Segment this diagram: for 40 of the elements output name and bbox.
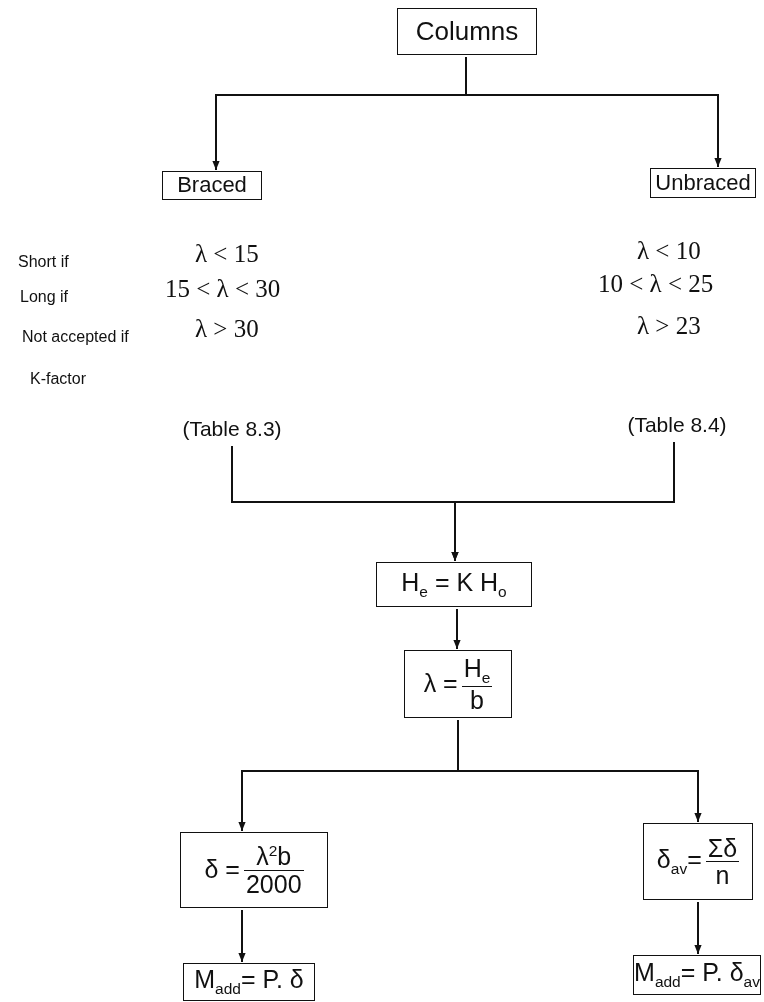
condition-text: λ > 30 — [195, 315, 259, 343]
formula-text: λ = — [423, 670, 458, 698]
condition-text: 15 < λ < 30 — [165, 275, 281, 303]
process-box — [404, 650, 512, 718]
formula-text: δ = — [204, 856, 240, 884]
arrow — [453, 608, 461, 650]
box-text: (Table 8.4) — [627, 413, 727, 437]
arrow — [238, 909, 246, 963]
numerator-text: H$_{e}$ — [462, 654, 492, 686]
box-text: Braced — [177, 173, 247, 198]
process-box — [397, 8, 537, 55]
condition-text: 10 < λ < 25 — [598, 270, 714, 298]
condition-text: λ < 10 — [637, 237, 701, 265]
row-label: Not accepted if — [22, 328, 129, 346]
process-box — [643, 823, 753, 900]
numerator-text: λ$^{2}$b — [255, 843, 293, 870]
box-text: M$_{add}$= P. δ$_{av}$ — [634, 959, 760, 991]
row-label: Long if — [20, 288, 69, 306]
arrow — [465, 56, 722, 168]
process-box — [162, 171, 262, 200]
process-box — [376, 562, 532, 607]
row-label: K-factor — [30, 370, 86, 388]
arrow — [694, 901, 702, 955]
box-text: Columns — [415, 17, 519, 46]
denominator-text: n — [705, 861, 740, 889]
process-box — [183, 963, 315, 1001]
box-text: M$_{add}$= P. δ — [194, 966, 304, 998]
arrow — [457, 719, 702, 823]
box-text: Unbraced — [655, 170, 751, 196]
formula-text: δ$_{av}$= — [656, 845, 702, 877]
arrow — [451, 441, 675, 562]
denominator-text: 2000 — [243, 869, 304, 897]
numerator-text: Σδ — [706, 834, 739, 861]
condition-text: λ > 23 — [637, 312, 701, 340]
box-text: H$_{e}$ = K H$_{o}$ — [401, 568, 507, 600]
denominator-text: b — [461, 686, 493, 714]
condition-text: λ < 15 — [195, 240, 259, 268]
box-text: (Table 8.3) — [182, 417, 282, 441]
process-box — [180, 832, 328, 908]
row-label: Short if — [18, 253, 69, 271]
